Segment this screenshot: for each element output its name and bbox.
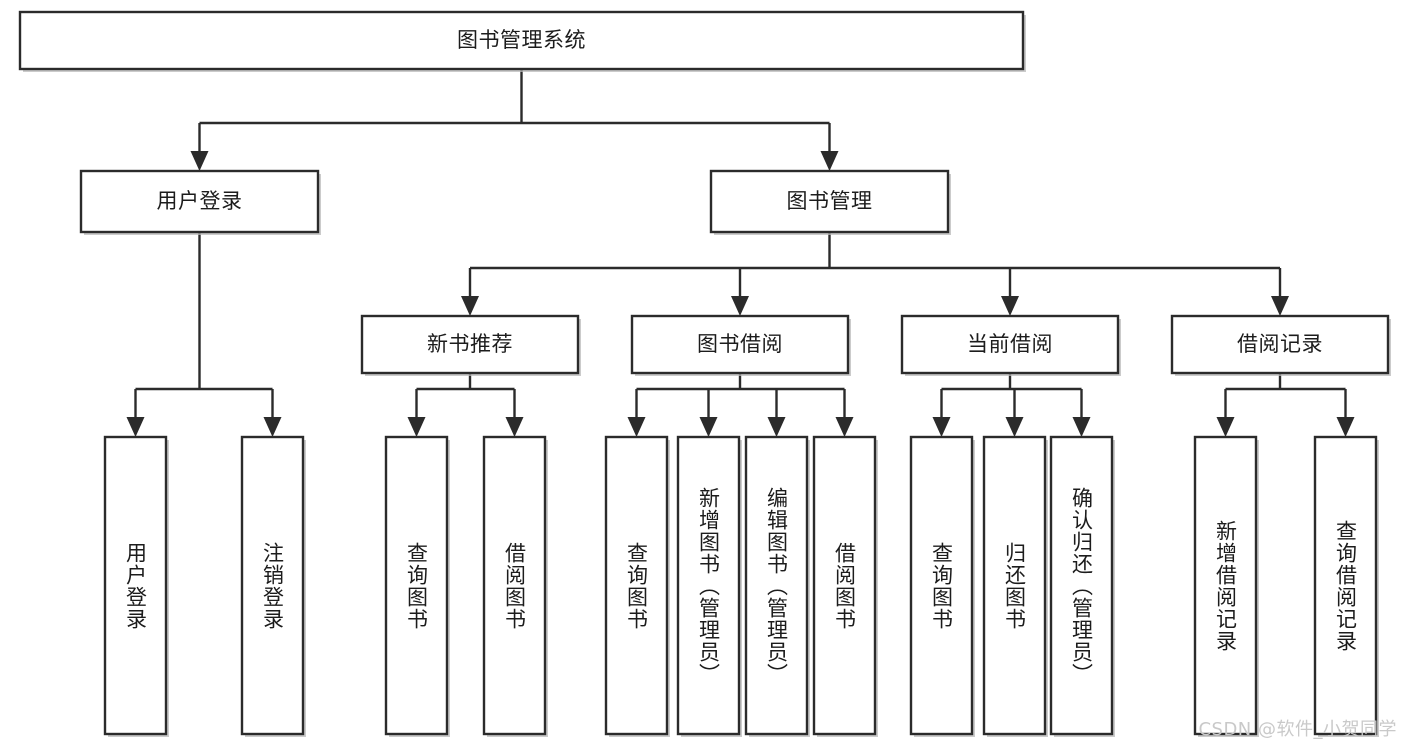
node-box-book-management[interactable]: [709, 169, 950, 234]
arrow-head-icon: [407, 417, 426, 437]
arrow-head-icon: [263, 417, 282, 437]
arrow-head-icon: [1005, 417, 1024, 437]
node-box-leaf-query-borrow-record[interactable]: [1313, 435, 1378, 736]
node-box-leaf-return-book[interactable]: [982, 435, 1047, 736]
arrow-head-icon: [835, 417, 854, 437]
arrow-head-icon: [627, 417, 646, 437]
node-box-leaf-borrow-book[interactable]: [812, 435, 877, 736]
node-box-root[interactable]: [18, 10, 1025, 71]
node-box-leaf-query-book-borrow[interactable]: [604, 435, 669, 736]
node-box-current-borrow[interactable]: [900, 314, 1120, 375]
arrow-head-icon: [1271, 296, 1289, 316]
arrow-head-icon: [1216, 417, 1235, 437]
node-box-leaf-query-book-current[interactable]: [909, 435, 974, 736]
arrow-head-icon: [699, 417, 718, 437]
arrow-head-icon: [932, 417, 951, 437]
node-box-leaf-logout[interactable]: [240, 435, 305, 736]
node-box-leaf-add-book-admin[interactable]: [676, 435, 741, 736]
node-box-new-book-recommend[interactable]: [360, 314, 580, 375]
node-box-book-borrow[interactable]: [630, 314, 850, 375]
arrow-head-icon: [767, 417, 786, 437]
arrow-head-icon: [820, 151, 839, 171]
arrow-head-icon: [731, 296, 749, 316]
arrow-head-icon: [190, 151, 209, 171]
arrow-head-icon: [461, 296, 479, 316]
node-box-borrow-record[interactable]: [1170, 314, 1390, 375]
arrow-head-icon: [1001, 296, 1019, 316]
node-box-user-login[interactable]: [79, 169, 320, 234]
connectors-layer: [126, 69, 1355, 437]
node-box-leaf-confirm-return-admin[interactable]: [1049, 435, 1114, 736]
boxes-layer: [18, 10, 1391, 737]
arrow-head-icon: [126, 417, 145, 437]
arrow-head-icon: [1336, 417, 1355, 437]
node-box-leaf-add-borrow-record[interactable]: [1193, 435, 1258, 736]
node-box-leaf-borrow-book-rec[interactable]: [482, 435, 547, 736]
node-box-leaf-query-book-rec[interactable]: [384, 435, 449, 736]
node-box-leaf-edit-book-admin[interactable]: [744, 435, 809, 736]
arrow-head-icon: [505, 417, 524, 437]
arrow-head-icon: [1072, 417, 1091, 437]
node-box-leaf-user-login[interactable]: [103, 435, 168, 736]
